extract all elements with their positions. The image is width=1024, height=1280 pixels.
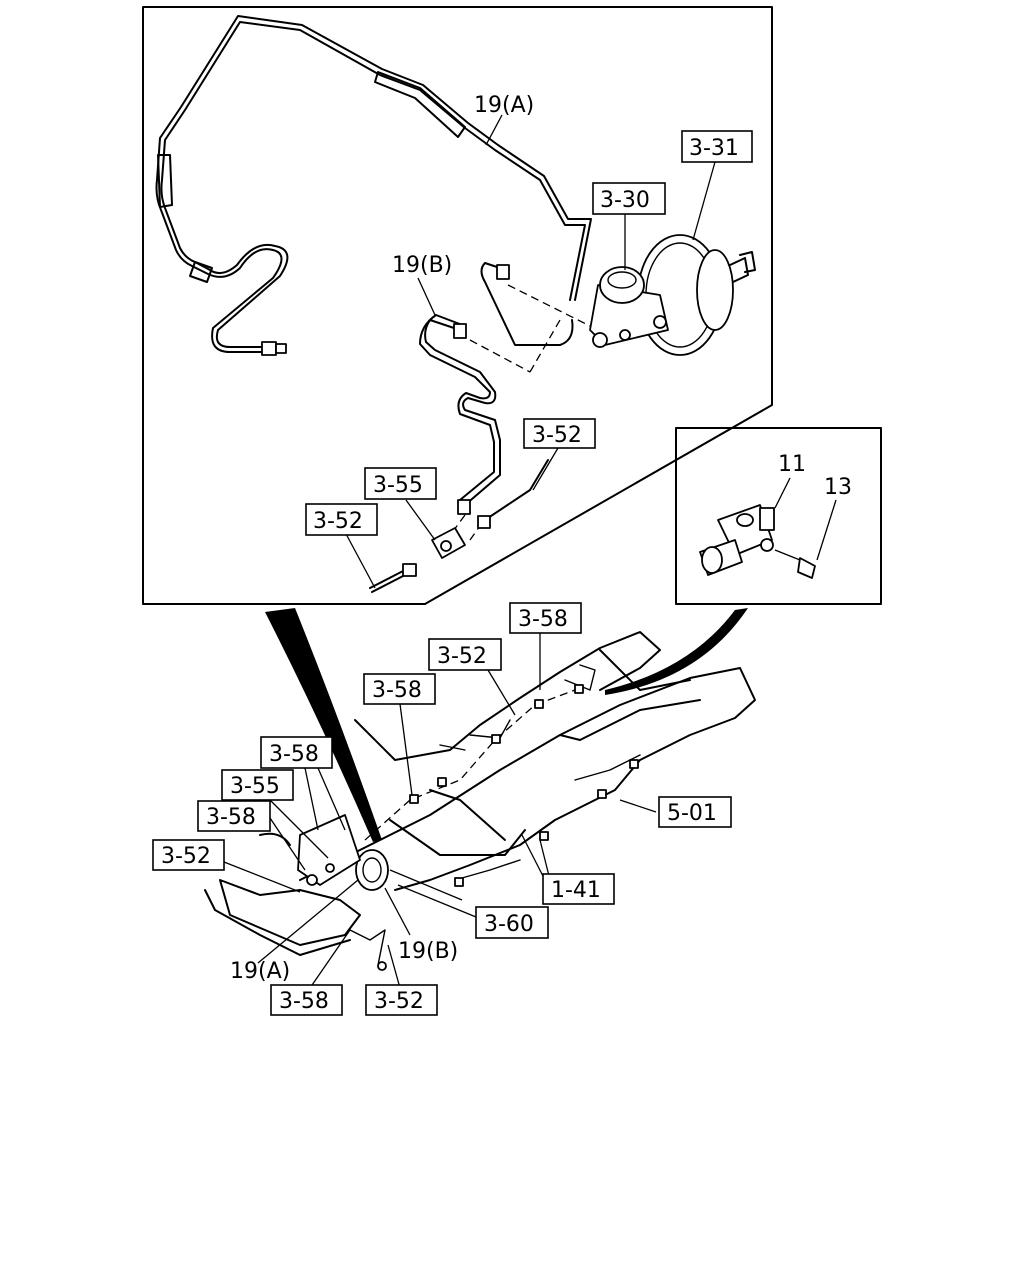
callout-3-55-b: 3-55	[230, 774, 280, 799]
callout-3-58-a: 3-58	[518, 607, 568, 632]
callout-box-3-55-b	[221, 769, 294, 801]
callout-box-3-58-d	[197, 800, 271, 832]
callouts: 19(A) 19(B) 3-31 3-30 3-52 3-55 3-52 11 …	[152, 93, 852, 1016]
callout-box-3-52-top-right	[523, 418, 596, 449]
junction-block-3-55	[369, 459, 549, 593]
callout-box-5-01	[658, 796, 732, 828]
callout-1-41: 1-41	[551, 878, 601, 903]
callout-box-3-58-b	[363, 673, 436, 705]
detail-connector-wedges	[265, 608, 748, 842]
callout-box-3-60	[475, 906, 549, 939]
leader-lines-bottom	[223, 632, 657, 989]
callout-3-58-b: 3-58	[372, 678, 422, 703]
callout-19b-bottom: 19(B)	[398, 939, 458, 964]
callout-box-3-58-e	[270, 984, 343, 1016]
brake-pipe-19a	[155, 15, 592, 356]
callout-19a-bottom: 19(A)	[230, 959, 290, 984]
callout-3-58-d: 3-58	[206, 805, 256, 830]
callout-11: 11	[778, 452, 806, 477]
master-cylinder	[589, 266, 669, 348]
callout-box-1-41	[542, 873, 615, 905]
callout-box-3-58-c	[260, 736, 333, 769]
callout-box-3-52-b	[428, 638, 502, 671]
callout-3-58-c: 3-58	[269, 742, 319, 767]
callout-3-52-b: 3-52	[437, 644, 487, 669]
callout-box-3-52-top-left	[305, 503, 378, 536]
callout-box-3-52-d	[365, 984, 438, 1016]
leader-lines-top	[344, 114, 716, 589]
callout-box-3-52-c	[152, 839, 225, 871]
callout-3-58-e: 3-58	[279, 989, 329, 1014]
callout-3-52-top-right: 3-52	[532, 423, 582, 448]
callout-3-52-d: 3-52	[374, 989, 424, 1014]
callout-13: 13	[824, 475, 852, 500]
callout-3-55-top: 3-55	[373, 473, 423, 498]
brake-pipe-19b	[419, 262, 574, 515]
callout-box-3-58-a	[509, 602, 582, 634]
callout-5-01: 5-01	[667, 801, 717, 826]
callout-19a-top: 19(A)	[474, 93, 534, 118]
callout-3-30: 3-30	[600, 188, 650, 213]
callout-box-3-31	[681, 130, 753, 163]
callout-3-52-top-left: 3-52	[313, 509, 363, 534]
proportioning-valve-panel	[675, 427, 882, 605]
callout-3-60: 3-60	[484, 912, 534, 937]
chassis-frame	[204, 631, 756, 971]
callout-3-31: 3-31	[689, 136, 739, 161]
callout-box-3-30	[592, 182, 666, 215]
callout-3-52-c: 3-52	[161, 844, 211, 869]
callout-box-3-55-top	[364, 467, 437, 500]
main-detail-panel	[142, 6, 773, 605]
callout-19b-top: 19(B)	[392, 253, 452, 278]
